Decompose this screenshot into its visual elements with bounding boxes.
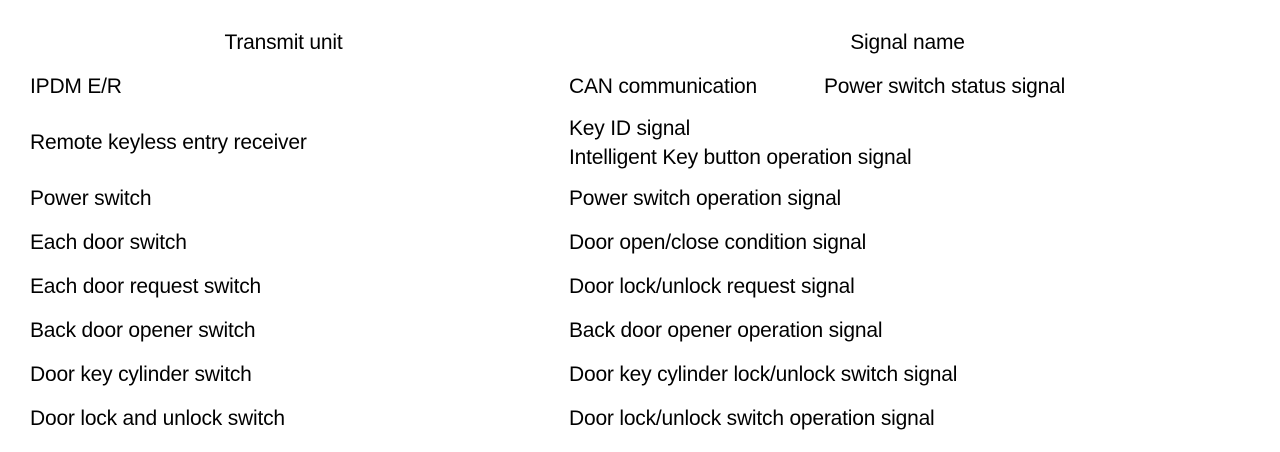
signal-line: Intelligent Key button operation signal: [569, 146, 912, 169]
cell-transmit-unit: Remote keyless entry receiver: [14, 110, 553, 176]
cell-signal-name: Key ID signal Intelligent Key button ope…: [553, 110, 1262, 176]
table-top-border: [14, 18, 1262, 22]
cell-signal-name: Door open/close condition signal: [553, 222, 1262, 264]
border-segment: [14, 308, 1262, 310]
border-segment: [14, 352, 1262, 354]
row-border: [14, 396, 1262, 398]
table-row: Power switch Power switch operation sign…: [14, 178, 1262, 220]
cell-transmit-unit: Each door switch: [14, 222, 553, 264]
transmit-unit-signal-table: Transmit unit Signal name IPDM E/R CAN c…: [14, 18, 1262, 444]
header-transmit-unit: Transmit unit: [14, 22, 553, 64]
table-row: Door key cylinder switch Door key cylind…: [14, 354, 1262, 396]
cell-signal-left: CAN communication: [553, 66, 808, 108]
border-segment: [14, 18, 1262, 22]
cell-signal-name: Door lock/unlock request signal: [553, 266, 1262, 308]
cell-transmit-unit: Power switch: [14, 178, 553, 220]
cell-transmit-unit: Each door request switch: [14, 266, 553, 308]
cell-signal-name: Power switch operation signal: [553, 178, 1262, 220]
table-row: Each door switch Door open/close conditi…: [14, 222, 1262, 264]
row-border: [14, 308, 1262, 310]
cell-signal-name: Door lock/unlock switch operation signal: [553, 398, 1262, 440]
cell-signal-name: Door key cylinder lock/unlock switch sig…: [553, 354, 1262, 396]
border-segment: [14, 396, 1262, 398]
border-segment: [14, 220, 1262, 222]
header-bottom-border: [14, 64, 1262, 66]
signal-line: Key ID signal: [569, 117, 691, 140]
row-border: [14, 264, 1262, 266]
signal-table-container: Transmit unit Signal name IPDM E/R CAN c…: [14, 18, 1262, 444]
table-row: Remote keyless entry receiver Key ID sig…: [14, 110, 1262, 176]
border-segment: [14, 264, 1262, 266]
cell-signal-name: Back door opener operation signal: [553, 310, 1262, 352]
cell-transmit-unit: Door lock and unlock switch: [14, 398, 553, 440]
table-header-row: Transmit unit Signal name: [14, 22, 1262, 64]
header-signal-name: Signal name: [553, 22, 1262, 64]
row-border: [14, 108, 1262, 110]
border-segment: [14, 108, 1262, 110]
cell-transmit-unit: Back door opener switch: [14, 310, 553, 352]
border-segment: [14, 440, 1262, 444]
table-bottom-border: [14, 440, 1262, 444]
table-row: Door lock and unlock switch Door lock/un…: [14, 398, 1262, 440]
cell-signal-right: Power switch status signal: [808, 66, 1262, 108]
row-border: [14, 352, 1262, 354]
cell-transmit-unit: IPDM E/R: [14, 66, 553, 108]
table-row: Back door opener switch Back door opener…: [14, 310, 1262, 352]
cell-transmit-unit: Door key cylinder switch: [14, 354, 553, 396]
table-row: Each door request switch Door lock/unloc…: [14, 266, 1262, 308]
border-segment: [14, 176, 1262, 178]
row-border: [14, 176, 1262, 178]
table-row: IPDM E/R CAN communication Power switch …: [14, 66, 1262, 108]
border-segment: [14, 64, 1262, 66]
row-border: [14, 220, 1262, 222]
